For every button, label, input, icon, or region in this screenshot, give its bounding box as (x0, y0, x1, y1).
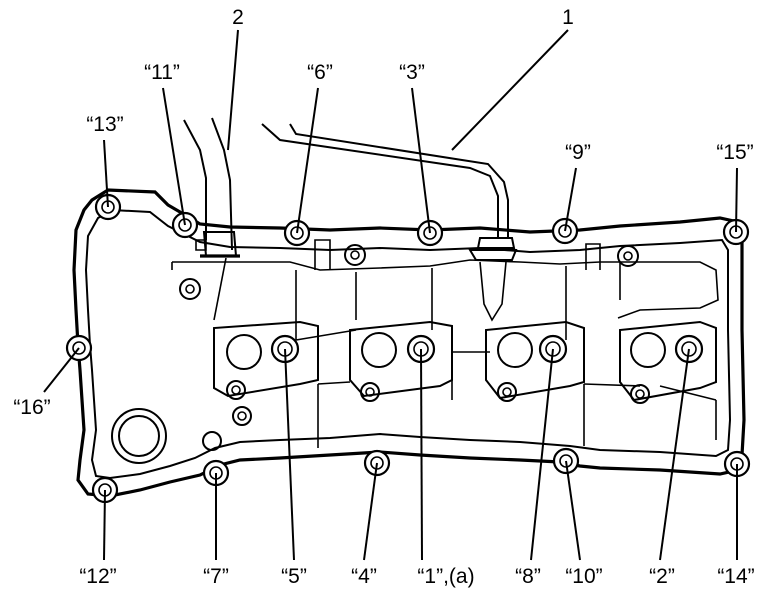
label-bolt-16: “16” (13, 396, 50, 419)
label-bolt-1: “1”,(a) (417, 565, 474, 588)
label-bolt-7: “7” (203, 565, 229, 588)
hose-part-2 (183, 117, 240, 321)
leader-bolt-4 (363, 462, 378, 561)
cover-outline (72, 188, 746, 498)
label-bolt-5: “5” (281, 565, 307, 588)
label-bolt-11: “11” (144, 61, 180, 84)
leader-bolt-10 (565, 460, 581, 561)
leader-bolt-11 (162, 87, 186, 226)
leader-part-1 (451, 29, 569, 151)
small-holes (179, 244, 650, 451)
label-part-2: 2 (232, 6, 244, 29)
leader-bolt-16 (43, 347, 80, 393)
leader-bolt-6 (296, 87, 319, 234)
label-bolt-2: “2” (649, 565, 675, 588)
oil-filler-cap (111, 408, 167, 464)
leader-bolt-3 (411, 87, 431, 234)
label-bolt-6: “6” (307, 61, 333, 84)
label-part-1: 1 (562, 6, 574, 29)
label-bolt-10: “10” (565, 565, 602, 588)
leader-bolt-9 (564, 167, 577, 232)
label-bolt-8: “8” (515, 565, 541, 588)
label-bolt-9: “9” (565, 141, 591, 164)
label-bolt-15: “15” (716, 141, 753, 164)
leader-bolt-8 (530, 348, 554, 561)
leader-bolt-5 (284, 348, 295, 561)
labels: 2 1 “11” “6” “3” “13” “9” “15” “16” “12”… (13, 6, 754, 588)
label-bolt-13: “13” (86, 113, 123, 136)
leader-bolt-12 (103, 489, 106, 561)
plug-towers (213, 320, 717, 402)
leader-bolt-13 (103, 139, 109, 208)
label-bolt-12: “12” (79, 565, 116, 588)
bolts (65, 193, 751, 504)
hose-part-1 (261, 123, 518, 322)
leader-bolt-15 (735, 167, 738, 233)
leader-lines (43, 29, 738, 561)
label-bolt-4: “4” (351, 565, 377, 588)
leader-bolt-1 (420, 348, 423, 561)
leader-bolt-2 (659, 348, 690, 561)
label-bolt-14: “14” (717, 565, 754, 588)
leader-part-2 (227, 29, 239, 151)
label-bolt-3: “3” (399, 61, 425, 84)
